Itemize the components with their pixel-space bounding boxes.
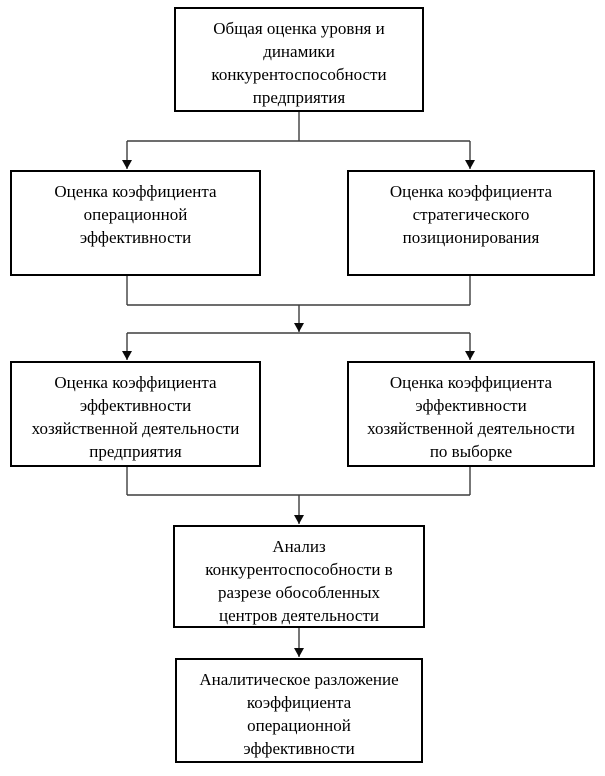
node-overall-assessment: Общая оценка уровня и динамики конкурент… — [174, 7, 424, 112]
node-analytical-decomposition: Аналитическое разложение коэффициента оп… — [175, 658, 423, 763]
arrowhead-down-icon — [294, 515, 304, 524]
node-strategic-positioning: Оценка коэффициента стратегического пози… — [347, 170, 595, 276]
arrowhead-down-icon — [465, 351, 475, 360]
node-enterprise-activity-efficiency: Оценка коэффициента эффективности хозяйс… — [10, 361, 261, 467]
arrowhead-down-icon — [122, 160, 132, 169]
arrowhead-down-icon — [465, 160, 475, 169]
arrowhead-down-icon — [294, 323, 304, 332]
node-sample-activity-efficiency: Оценка коэффициента эффективности хозяйс… — [347, 361, 595, 467]
node-operational-efficiency: Оценка коэффициента операционной эффекти… — [10, 170, 261, 276]
arrowhead-down-icon — [294, 648, 304, 657]
arrowhead-down-icon — [122, 351, 132, 360]
node-activity-centers-analysis: Анализ конкурентоспособности в разрезе о… — [173, 525, 425, 628]
